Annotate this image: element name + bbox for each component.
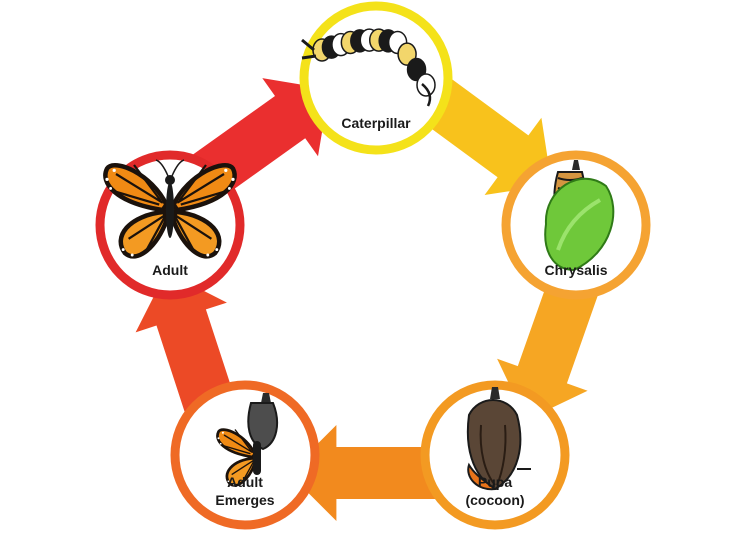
- stage-label-chrysalis: Chrysalis: [544, 262, 607, 278]
- caterpillar-illustration: [301, 28, 436, 107]
- stage-adult: Adult: [95, 150, 245, 300]
- stage-caterpillar: Caterpillar: [299, 1, 453, 155]
- stage-chrysalis: Chrysalis: [501, 150, 651, 300]
- stage-label-caterpillar: Caterpillar: [341, 115, 411, 131]
- stage-label-adult-emerges: Emerges: [215, 492, 274, 508]
- stage-pupa: Pupa (cocoon): [420, 380, 570, 530]
- emerging-butterfly-illustration: [216, 393, 279, 487]
- stage-label-adult: Adult: [152, 262, 188, 278]
- pupa-illustration: [466, 387, 531, 491]
- stage-label-pupa: (cocoon): [465, 492, 524, 508]
- butterfly-illustration: [105, 159, 234, 256]
- arrow-pupa-to-adult-emerges: [288, 425, 457, 521]
- chrysalis-illustration: [544, 160, 615, 272]
- stage-label-pupa: Pupa: [478, 474, 512, 490]
- stage-label-adult-emerges: Adult: [227, 474, 263, 490]
